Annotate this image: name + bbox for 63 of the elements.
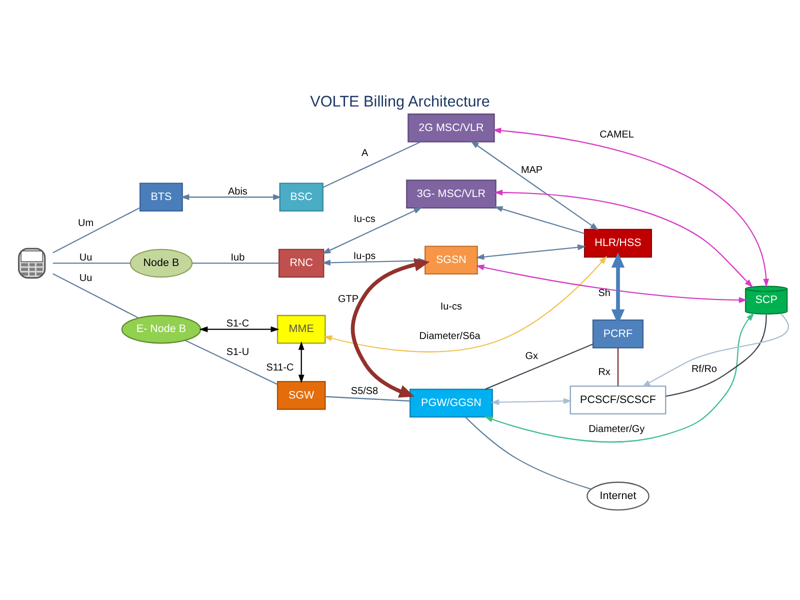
node-ellipse: Node B: [130, 248, 193, 278]
node-box: HLR/HSS: [584, 228, 652, 258]
connector: [52, 206, 140, 253]
arrow: [484, 312, 754, 442]
arrow: [322, 206, 422, 254]
connector: [322, 140, 421, 188]
connector: [464, 416, 592, 490]
connector: [485, 343, 594, 390]
node-box: BSC: [279, 182, 324, 212]
edge-label: Iu-ps: [353, 250, 376, 262]
arrow: [494, 189, 753, 288]
node-box: PGW/GGSN: [410, 388, 493, 418]
arrow: [611, 252, 625, 324]
edge-label: MAP: [520, 164, 542, 176]
diagram-title: VOLTE Billing Architecture: [310, 92, 490, 110]
connector: [52, 272, 139, 318]
edge-label: S1-U: [226, 346, 250, 358]
edge-label: Uu: [79, 272, 92, 284]
node-box: 2G MSC/VLR: [408, 113, 495, 142]
arrow: [470, 140, 599, 230]
edge-label: S11-C: [266, 362, 294, 373]
node-box: SGSN: [424, 245, 478, 274]
edge-label: CAMEL: [600, 128, 634, 140]
edge-label: Uu: [79, 252, 92, 263]
connector: [325, 396, 410, 402]
edge-label: Rf/Ro: [691, 363, 717, 374]
arrow: [490, 398, 572, 405]
arrow: [199, 326, 280, 332]
arrow: [492, 127, 770, 287]
edge-label: Rx: [598, 366, 610, 378]
node-box: BTS: [140, 182, 183, 212]
edge-label: S1-C: [226, 318, 250, 330]
label: Iu-cs: [440, 301, 462, 312]
node-ellipse: E- Node B: [121, 314, 202, 344]
connector: [617, 347, 619, 386]
edge-label: Iu-cs: [354, 214, 376, 225]
arrow: [298, 340, 304, 383]
connector: [52, 262, 130, 264]
edge-label: S5/S8: [350, 386, 378, 397]
arrow: [494, 206, 585, 234]
edge-label: GTP: [338, 293, 358, 304]
arrow: [642, 313, 789, 386]
node-box: SGW: [276, 380, 326, 410]
edge-label: Diameter/S6a: [419, 330, 480, 342]
edge-label: Iub: [230, 252, 245, 263]
node-box: MME: [276, 314, 326, 344]
edge-label: A: [361, 147, 368, 158]
connector: [666, 314, 767, 396]
node-box: 3G- MSC/VLR: [406, 179, 496, 208]
arrow: [476, 244, 586, 260]
edge-label: Um: [78, 217, 94, 228]
node-box: PCRF: [592, 319, 644, 348]
edge-label: Abis: [228, 186, 248, 197]
edge-label: Diameter/Gy: [588, 423, 645, 434]
arrow: [476, 264, 748, 303]
connector: [192, 262, 280, 264]
connector: [184, 339, 278, 384]
edge-label: Gx: [525, 350, 538, 362]
arrow: [180, 194, 282, 200]
edge-label: Sh: [598, 288, 610, 299]
node-box: PCSCF/SCSCF: [570, 385, 666, 414]
node-box: RNC: [278, 248, 324, 278]
node-ellipse: Internet: [586, 481, 650, 510]
